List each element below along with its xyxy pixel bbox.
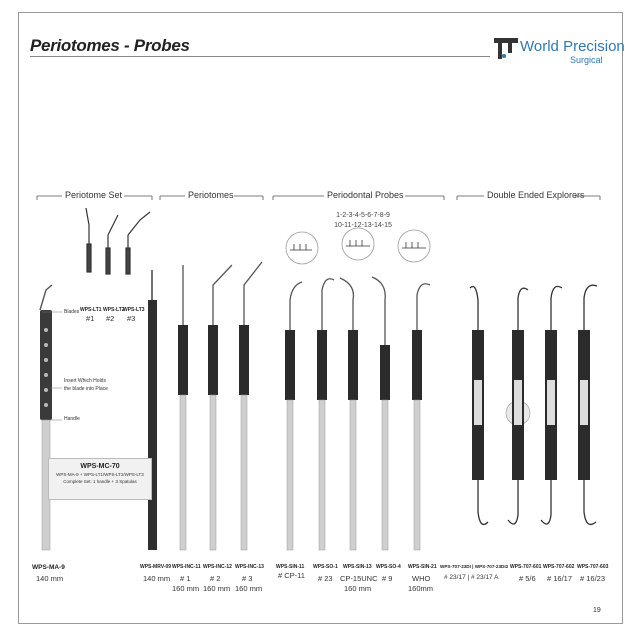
section-periodontal-probes: Periodontal Probes — [327, 190, 404, 200]
logo-wordmark: World Precision — [520, 38, 625, 55]
section-rules — [36, 195, 601, 200]
probe-so4-icon — [371, 276, 390, 551]
caption-num-5: # 23 — [318, 574, 333, 583]
caption-code-10: WPS-707-601 — [510, 564, 542, 570]
explorer-707-601-icon — [507, 287, 529, 525]
caption-num-12: # 16/23 — [580, 574, 606, 583]
logo-surgical: Surgical — [570, 55, 603, 65]
caption-code-3: WPS-INC-13 — [235, 564, 264, 570]
caption-size-1: 160 mm — [172, 584, 200, 593]
kit-title: WPS-MC-70 — [80, 463, 120, 470]
caption-size-3: 160 mm — [235, 584, 263, 593]
blade-num-3: #3 — [127, 314, 136, 323]
blade-lt3-icon — [125, 211, 151, 275]
periotome-inc13-icon — [239, 261, 263, 551]
section-periotome-set: Periotome Set — [65, 190, 123, 200]
blade-code-lt2: WPS-LT2 — [103, 307, 125, 313]
caption-num-6: CP-15UNC — [340, 574, 378, 583]
caption-code-7: WPS-SO-4 — [376, 564, 401, 570]
instrument-mrv09-icon — [148, 270, 157, 550]
caption-num-1: # 1 — [180, 574, 191, 583]
caption-code-0: WPS-MRV-09 — [140, 564, 172, 570]
logo-word-world: World — [520, 38, 559, 55]
caption-code-6: WPS-SIN-13 — [343, 564, 372, 570]
blade-lt1-icon — [85, 207, 92, 273]
insert-label-2: the blade into Place — [64, 386, 108, 392]
blade-code-lt1: WPS-LT1 — [80, 307, 102, 313]
caption-size-2: 160 mm — [203, 584, 231, 593]
probe-scale-circles — [285, 227, 431, 265]
set-callout-lines — [42, 311, 62, 421]
probe-sin13-icon — [339, 277, 358, 551]
caption-num-0: 140 mm — [143, 574, 171, 583]
page-frame — [18, 12, 623, 624]
caption-num-11: # 16/17 — [547, 574, 573, 583]
caption-code-9: WPS-707-23DI | WPS-707-23DI2 — [440, 564, 509, 569]
caption-code-4: WPS-SIN-11 — [276, 564, 305, 570]
probe-so1-icon — [317, 278, 335, 551]
handle-label: Handle — [64, 416, 80, 422]
handle-code: WPS-MA-9 — [32, 564, 65, 571]
periotome-inc11-icon — [178, 265, 188, 551]
probe-sin21-icon — [412, 283, 431, 551]
caption-code-2: WPS-INC-12 — [203, 564, 232, 570]
brand-logo: World Precision Surgical — [492, 34, 625, 68]
logo-word-precision: Precision — [563, 38, 625, 55]
section-periotomes: Periotomes — [188, 190, 234, 200]
caption-num-4: # CP-11 — [278, 571, 305, 580]
probe-scale: 1-2-3-4-5-6-7-8-9 10-11-12-13-14-15 — [318, 211, 408, 231]
caption-num-2: # 2 — [210, 574, 221, 583]
caption-num-7: # 9 — [382, 574, 393, 583]
blades-label: Blades — [64, 309, 80, 315]
probe-scale-line-2: 10-11-12-13-14-15 — [334, 222, 392, 229]
section-double-ended-explorers: Double Ended Explorers — [487, 190, 585, 200]
probe-scale-line-1: 1-2-3-4-5-6-7-8-9 — [336, 212, 390, 219]
kit-line-2: Complete Set: 1 handle + 3 Spatulas — [63, 479, 137, 484]
periotome-inc12-icon — [208, 264, 233, 551]
page-number: 19 — [593, 607, 601, 614]
title-underline — [30, 56, 490, 57]
probe-scale-ticks — [290, 240, 426, 251]
periotome-set-handle-icon — [39, 284, 53, 551]
explorer-707-602-icon — [540, 285, 563, 525]
blade-code-lt3: WPS-LT3 — [123, 307, 145, 313]
blade-num-2: #2 — [106, 314, 115, 323]
caption-num-3: # 3 — [242, 574, 253, 583]
caption-num-9: # 23/17 | # 23/17 A — [444, 574, 499, 581]
caption-num-8: WHO — [412, 574, 431, 583]
caption-code-12: WPS-707-603 — [577, 564, 609, 570]
kit-line-1: WPS-MA-9 + WPS-LT1/WPS-LT2/WPS-LT3 — [56, 472, 144, 477]
insert-label-1: Insert Which Holds — [64, 378, 106, 384]
caption-num-10: # 5/6 — [519, 574, 536, 583]
probe-sin11-icon — [285, 281, 303, 551]
caption-code-8: WPS-SIN-21 — [408, 564, 437, 570]
page-title: Periotomes - Probes — [30, 36, 190, 55]
handle-size: 140 mm — [36, 574, 64, 583]
caption-size-6: 160 mm — [344, 584, 372, 593]
kit-box: WPS-MC-70 WPS-MA-9 + WPS-LT1/WPS-LT2/WPS… — [48, 458, 152, 500]
caption-code-1: WPS-INC-11 — [172, 564, 201, 570]
blade-num-1: #1 — [86, 314, 95, 323]
blade-lt2-icon — [105, 214, 119, 275]
caption-code-5: WPS-SO-1 — [313, 564, 338, 570]
explorer-707-603-icon — [578, 284, 598, 526]
caption-size-8: 160mm — [408, 584, 434, 593]
caliper-icon — [494, 38, 518, 59]
caption-code-11: WPS-707-602 — [543, 564, 575, 570]
